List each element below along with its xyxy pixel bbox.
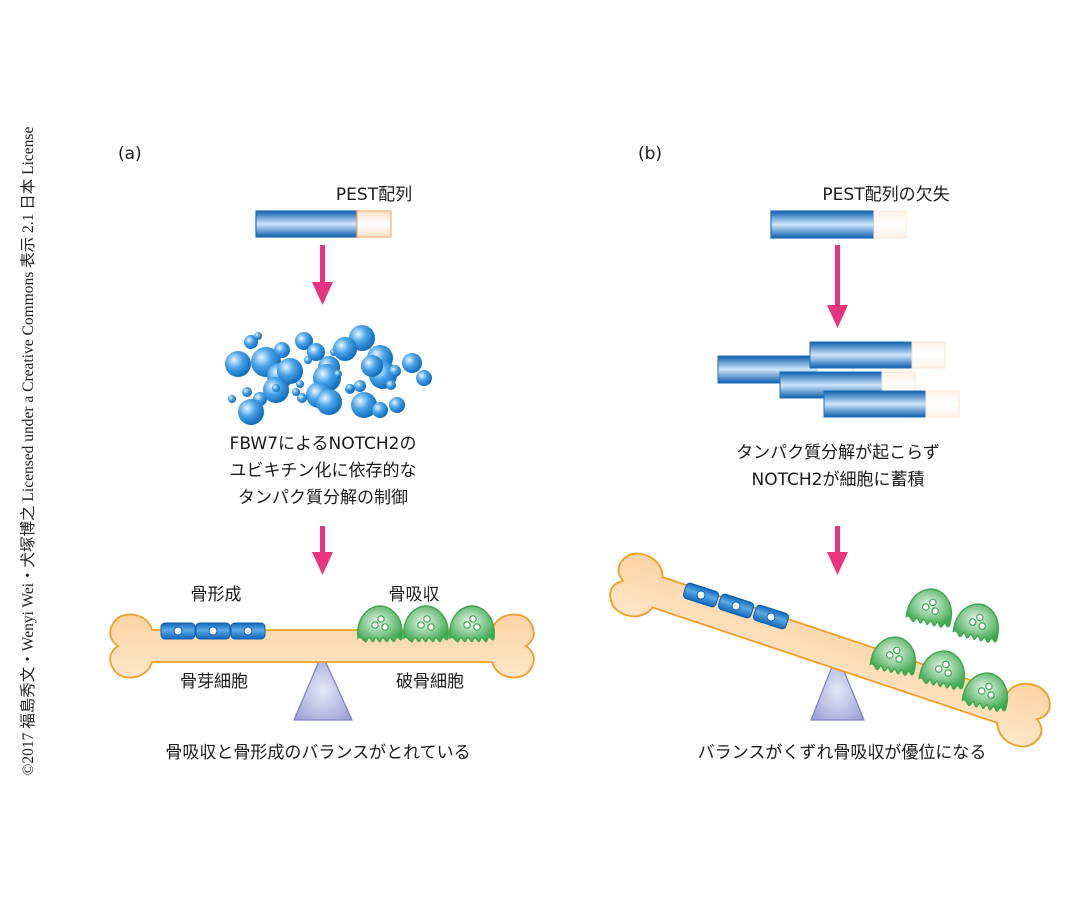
pest-sequence-label: PEST配列 (335, 185, 413, 205)
fragment-sphere (333, 337, 357, 361)
notch2-copy (809, 341, 913, 369)
osteoblast-label: 骨芽細胞 (180, 672, 248, 692)
fragment-sphere (295, 332, 313, 350)
fragment-sphere (304, 356, 312, 364)
fragment-sphere (225, 351, 251, 377)
bone-resorption-label: 骨吸収 (388, 585, 440, 605)
degradation-caption-line-1: FBW7によるNOTCH2の (229, 434, 417, 454)
osteoclast-cell (403, 605, 449, 643)
fragment-sphere (416, 370, 432, 386)
fragment-sphere (307, 343, 325, 361)
fragment-sphere (402, 353, 422, 373)
balanced-caption: 骨吸収と骨形成のバランスがとれている (165, 743, 471, 763)
degraded-protein-fragments (225, 325, 432, 425)
pest-domain (356, 210, 392, 238)
arrow-down-icon (827, 245, 848, 328)
notch2-protein-bar-b (770, 210, 907, 239)
degradation-caption-line-2: ユビキチン化に依存的な (229, 461, 417, 481)
fragment-sphere (272, 384, 280, 392)
fragment-sphere (372, 402, 388, 418)
notch2-body (770, 210, 875, 239)
osteoblast-cell (160, 622, 196, 640)
osteoblast-cell (230, 622, 266, 640)
fragment-sphere (238, 399, 264, 425)
fragment-sphere (346, 384, 354, 392)
degradation-caption-line-3: タンパク質分解の制御 (238, 488, 408, 508)
accumulated-notch2-stack (717, 341, 960, 418)
fragment-sphere (274, 342, 290, 358)
panel-label-b: (b) (638, 144, 663, 164)
fragment-sphere (351, 392, 377, 418)
imbalanced-caption: バランスがくずれ骨吸収が優位になる (697, 743, 987, 763)
fragment-sphere (292, 388, 300, 396)
fragment-sphere (354, 380, 366, 392)
osteoblast-cell (195, 622, 231, 640)
fragment-sphere (254, 332, 262, 340)
osteoclasts-group (357, 605, 495, 643)
arrow-down-icon (312, 526, 333, 575)
osteoblasts-group (160, 622, 266, 640)
pest-deleted-region (873, 210, 907, 239)
tilted-seesaw (604, 547, 1056, 753)
fulcrum-triangle (810, 652, 865, 721)
fragment-sphere (228, 395, 236, 403)
fragment-sphere (316, 389, 342, 415)
osteoclast-label: 破骨細胞 (396, 672, 464, 692)
balanced-seesaw (109, 605, 535, 721)
fragment-sphere (361, 355, 383, 377)
fragment-sphere (242, 387, 252, 397)
bone (604, 547, 1056, 753)
fragment-sphere (277, 358, 303, 384)
fragment-sphere (334, 370, 342, 378)
fragment-sphere (296, 380, 304, 388)
fragment-sphere (389, 397, 405, 413)
osteoclast-cell (357, 605, 403, 643)
accumulation-caption-line-2: NOTCH2が細胞に蓄積 (751, 470, 925, 490)
notch2-protein-bar-a (255, 210, 392, 238)
fragment-sphere (386, 380, 396, 390)
pest-deletion-label: PEST配列の欠失 (822, 185, 950, 205)
fragment-sphere (389, 365, 401, 377)
fragment-sphere (297, 393, 307, 403)
osteoclast-cell (449, 605, 495, 643)
panel-label-a: (a) (118, 144, 142, 164)
notch2-body (255, 210, 358, 238)
arrow-down-icon (827, 526, 848, 575)
osteoclast-cell (951, 599, 1005, 645)
osteoclast-cell (904, 584, 958, 630)
bone-formation-label: 骨形成 (190, 585, 242, 605)
fulcrum-triangle (293, 652, 353, 721)
accumulation-caption-line-1: タンパク質分解が起こらず (736, 443, 940, 463)
notch2-copy (823, 390, 927, 418)
arrow-down-icon (312, 245, 333, 305)
fragment-sphere (244, 335, 258, 349)
